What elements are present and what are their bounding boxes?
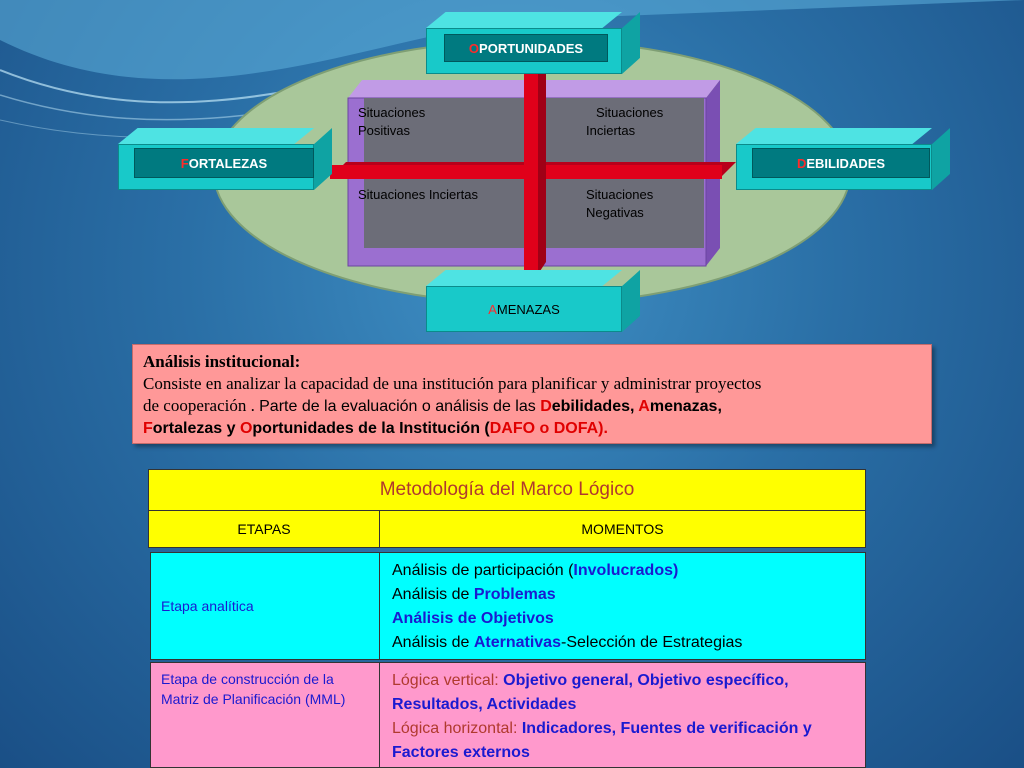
quadrant-bottom-right: Situaciones Negativas — [586, 186, 653, 222]
stage-analitica: Etapa analítica — [150, 552, 380, 660]
momentos-analitica: Análisis de participación (Involucrados)… — [379, 552, 866, 660]
panel-line1: Consiste en analizar la capacidad de una… — [143, 373, 921, 395]
header-momentos: MOMENTOS — [379, 510, 866, 548]
list-item: Análisis de Aternativas-Selección de Est… — [392, 631, 853, 655]
analysis-panel: Análisis institucional: Consiste en anal… — [132, 344, 932, 444]
quadrant-top-right: Situaciones Inciertas — [586, 104, 663, 140]
list-item: Lógica horizontal: Indicadores, Fuentes … — [392, 717, 853, 765]
stage-construccion: Etapa de construcción de la Matriz de Pl… — [150, 662, 380, 768]
panel-title: Análisis institucional: — [143, 351, 921, 373]
table-title: Metodología del Marco Lógico — [148, 469, 866, 511]
header-etapas: ETAPAS — [148, 510, 380, 548]
list-item: Lógica vertical: Objetivo general, Objet… — [392, 669, 853, 717]
panel-line3: Fortalezas y Oportunidades de la Institu… — [143, 418, 921, 440]
panel-line2: de cooperación . Parte de la evaluación … — [143, 395, 921, 418]
momentos-construccion: Lógica vertical: Objetivo general, Objet… — [379, 662, 866, 768]
red-vertical-bar — [524, 74, 538, 274]
quadrant-bottom-left: Situaciones Inciertas — [358, 186, 478, 204]
list-item: Análisis de participación (Involucrados) — [392, 559, 853, 583]
list-item: Análisis de Objetivos — [392, 607, 853, 631]
quadrant-top-left: Situaciones Positivas — [358, 104, 425, 140]
list-item: Análisis de Problemas — [392, 583, 853, 607]
